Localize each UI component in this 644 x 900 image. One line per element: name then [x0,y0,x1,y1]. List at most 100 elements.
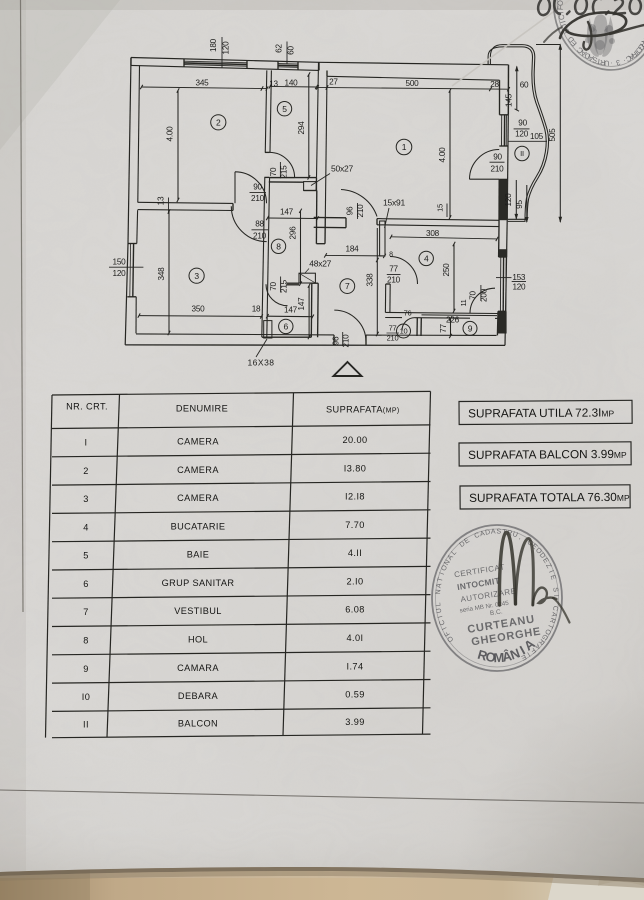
svg-text:120: 120 [512,283,526,292]
svg-text:I3.80: I3.80 [344,463,366,473]
svg-text:345: 345 [196,79,210,88]
svg-text:R: R [599,58,605,67]
svg-text:50x27: 50x27 [331,164,353,174]
svg-text:76: 76 [404,309,412,318]
svg-text:210: 210 [342,334,351,348]
svg-text:180: 180 [209,38,218,52]
svg-text:F: F [529,646,537,654]
svg-text:8: 8 [83,636,89,646]
svg-text:T: T [596,57,602,67]
svg-text:CAMERA: CAMERA [177,465,219,475]
svg-text:5: 5 [282,104,287,114]
svg-text:I: I [552,595,559,597]
svg-text:3: 3 [615,58,621,68]
svg-text:90: 90 [493,153,502,162]
svg-text:G: G [540,633,549,642]
svg-text:DENUMIRE: DENUMIRE [176,404,228,414]
svg-text:95: 95 [515,200,524,209]
svg-text:C: C [575,45,585,56]
svg-text:150: 150 [113,258,127,267]
svg-text:I: I [439,572,446,576]
svg-text:147: 147 [280,208,294,217]
svg-text:M: M [493,650,504,665]
svg-text:E: E [463,537,471,546]
svg-text:,: , [518,534,523,541]
svg-text:6: 6 [284,322,289,332]
svg-text:F: F [556,5,565,11]
svg-text:E: E [520,653,528,662]
svg-text:T: T [437,576,445,583]
svg-text:18: 18 [252,305,261,314]
svg-text:R: R [548,617,556,624]
svg-text:D: D [458,540,466,549]
svg-text:BUCATARIE: BUCATARIE [171,521,226,531]
svg-text:4.0I: 4.0I [347,633,364,643]
svg-text:I: I [556,11,565,13]
svg-text:210: 210 [253,232,267,241]
svg-text:4.00: 4.00 [438,147,447,163]
svg-text:8: 8 [276,241,281,251]
svg-text:I.74: I.74 [347,661,364,671]
svg-text:O: O [485,649,497,665]
svg-text:4: 4 [424,254,429,264]
svg-text:48x27: 48x27 [309,259,331,269]
svg-text:R: R [537,637,546,645]
svg-text:147: 147 [297,297,306,311]
svg-text:A: A [533,642,541,651]
svg-text:3: 3 [194,271,199,281]
svg-text:13: 13 [157,196,166,205]
svg-text:13: 13 [269,80,278,89]
svg-text:200: 200 [480,288,489,302]
svg-text:I0: I0 [82,692,90,702]
svg-text:D: D [565,34,576,44]
svg-text:S: S [496,528,501,535]
svg-text:A: A [587,53,594,63]
svg-text:215: 215 [280,279,289,293]
svg-text:A: A [627,52,636,62]
svg-text:120: 120 [515,130,529,139]
svg-text:3: 3 [83,494,89,504]
svg-text:8: 8 [389,252,393,259]
svg-text:SUPRAFATA TOTALA 76.30MP: SUPRAFATA TOTALA 76.30MP [469,490,630,505]
svg-text:20.00: 20.00 [343,435,368,445]
svg-text:U: U [559,22,569,30]
svg-text:6.08: 6.08 [345,605,364,615]
svg-text:28: 28 [490,80,499,89]
svg-text:A: A [640,36,644,45]
svg-text:3.99: 3.99 [345,717,364,727]
svg-text:7: 7 [345,281,350,291]
svg-text:II: II [520,149,524,158]
svg-text:I2.I8: I2.I8 [345,492,365,502]
svg-text:120: 120 [222,41,231,55]
svg-text:62: 62 [275,44,284,53]
svg-text:R: R [638,39,644,49]
svg-text:153: 153 [512,273,526,282]
svg-text:A: A [447,553,456,561]
svg-text:15x91: 15x91 [383,198,405,208]
svg-text:2.I0: 2.I0 [347,576,364,586]
svg-text:T: T [632,48,641,58]
svg-text:O: O [446,634,455,643]
svg-text:60: 60 [520,81,529,90]
svg-text:O: O [543,627,552,636]
svg-text:145: 145 [504,93,513,107]
svg-text:HOL: HOL [188,635,208,645]
svg-text:16X38: 16X38 [247,358,274,368]
svg-text:210: 210 [387,276,401,285]
svg-text:348: 348 [157,267,166,281]
svg-text:U: U [436,607,444,613]
svg-text:4: 4 [83,522,89,532]
svg-text:77: 77 [389,265,398,274]
svg-text:11: 11 [461,299,468,306]
svg-text:210: 210 [387,334,399,343]
svg-text:10: 10 [400,327,408,336]
svg-text:O: O [634,45,644,56]
svg-text:70: 70 [469,291,478,300]
svg-text:A: A [491,528,496,535]
svg-text:505: 505 [548,128,557,142]
svg-text:296: 296 [289,226,298,240]
svg-text:VESTIBUL: VESTIBUL [174,606,222,616]
svg-text:5: 5 [83,551,89,561]
svg-text:G: G [526,539,534,548]
svg-text:105: 105 [530,132,544,141]
